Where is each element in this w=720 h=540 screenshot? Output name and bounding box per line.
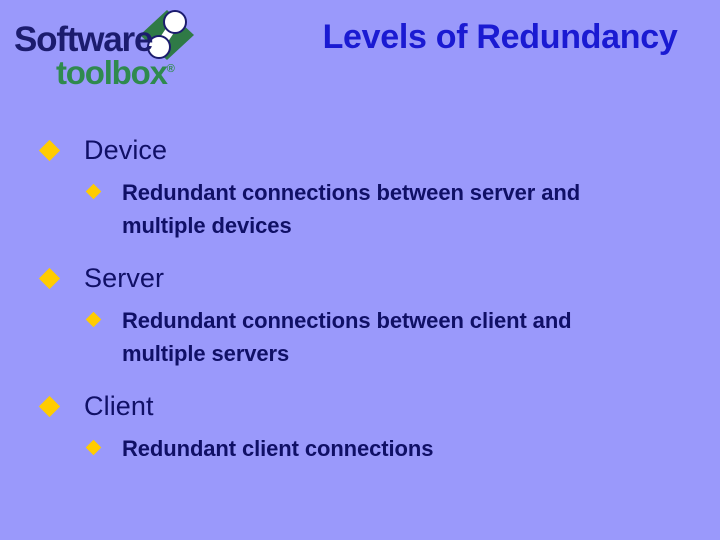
outline-group-client: Client Redundant client connections (0, 388, 720, 465)
diamond-bullet-icon (38, 267, 61, 290)
registered-trademark-icon: ® (166, 63, 175, 75)
logo-word-software: Software (14, 20, 153, 59)
bullet-level1-label: Client (84, 391, 154, 421)
bullet-level2-server-1: Redundant connections between client and… (0, 304, 720, 370)
diamond-bullet-icon (38, 395, 61, 418)
slide-body: Device Redundant connections between ser… (0, 132, 720, 473)
software-toolbox-logo: Software toolbox® (8, 4, 208, 96)
bullet-level2-label: Redundant client connections (122, 436, 434, 461)
group-spacer (0, 250, 720, 260)
bullet-level2-label: Redundant connections between client and… (122, 308, 584, 366)
slide-title: Levels of Redundancy (322, 18, 678, 56)
bullet-level2-client-1: Redundant client connections (0, 432, 720, 465)
logo-word-toolbox: toolbox® (56, 56, 175, 89)
bullet-level1-label: Server (84, 263, 165, 293)
diamond-bullet-icon (85, 439, 102, 456)
bullet-level1-label: Device (84, 135, 168, 165)
green-diamond-linked-nodes-icon (136, 6, 198, 64)
bullet-level2-label: Redundant connections between server and… (122, 180, 593, 238)
diamond-bullet-icon (38, 139, 61, 162)
diamond-bullet-icon (85, 183, 102, 200)
bullet-level1-device: Device (0, 132, 720, 172)
outline-group-device: Device Redundant connections between ser… (0, 132, 720, 242)
group-spacer (0, 378, 720, 388)
outline-group-server: Server Redundant connections between cli… (0, 260, 720, 370)
logo-word-toolbox-text: toolbox (56, 54, 168, 91)
diamond-bullet-icon (85, 311, 102, 328)
bullet-level1-server: Server (0, 260, 720, 300)
bullet-level2-device-1: Redundant connections between server and… (0, 176, 720, 242)
bullet-level1-client: Client (0, 388, 720, 428)
